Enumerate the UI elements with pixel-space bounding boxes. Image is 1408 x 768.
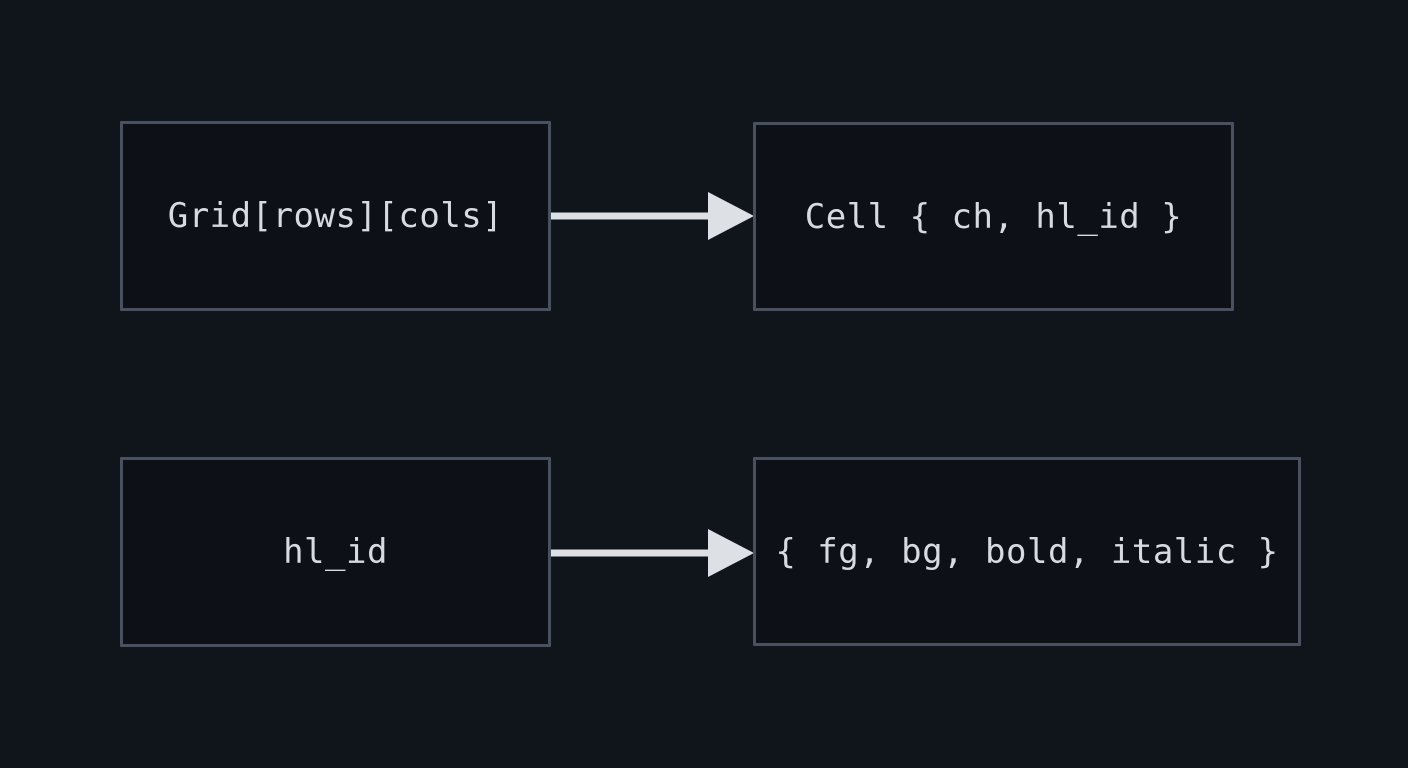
arrow-hlid-to-attrs [551, 529, 754, 577]
node-cell: Cell { ch, hl_id } [753, 122, 1234, 311]
node-hl-attrs-label: { fg, bg, bold, italic } [775, 531, 1279, 572]
node-grid: Grid[rows][cols] [120, 121, 551, 311]
arrow-grid-to-cell [551, 192, 754, 240]
node-hl-id-label: hl_id [283, 532, 388, 572]
node-grid-label: Grid[rows][cols] [167, 196, 504, 236]
node-hl-attrs: { fg, bg, bold, italic } [753, 457, 1301, 646]
node-hl-id: hl_id [120, 457, 551, 647]
node-cell-label: Cell { ch, hl_id } [804, 196, 1183, 237]
